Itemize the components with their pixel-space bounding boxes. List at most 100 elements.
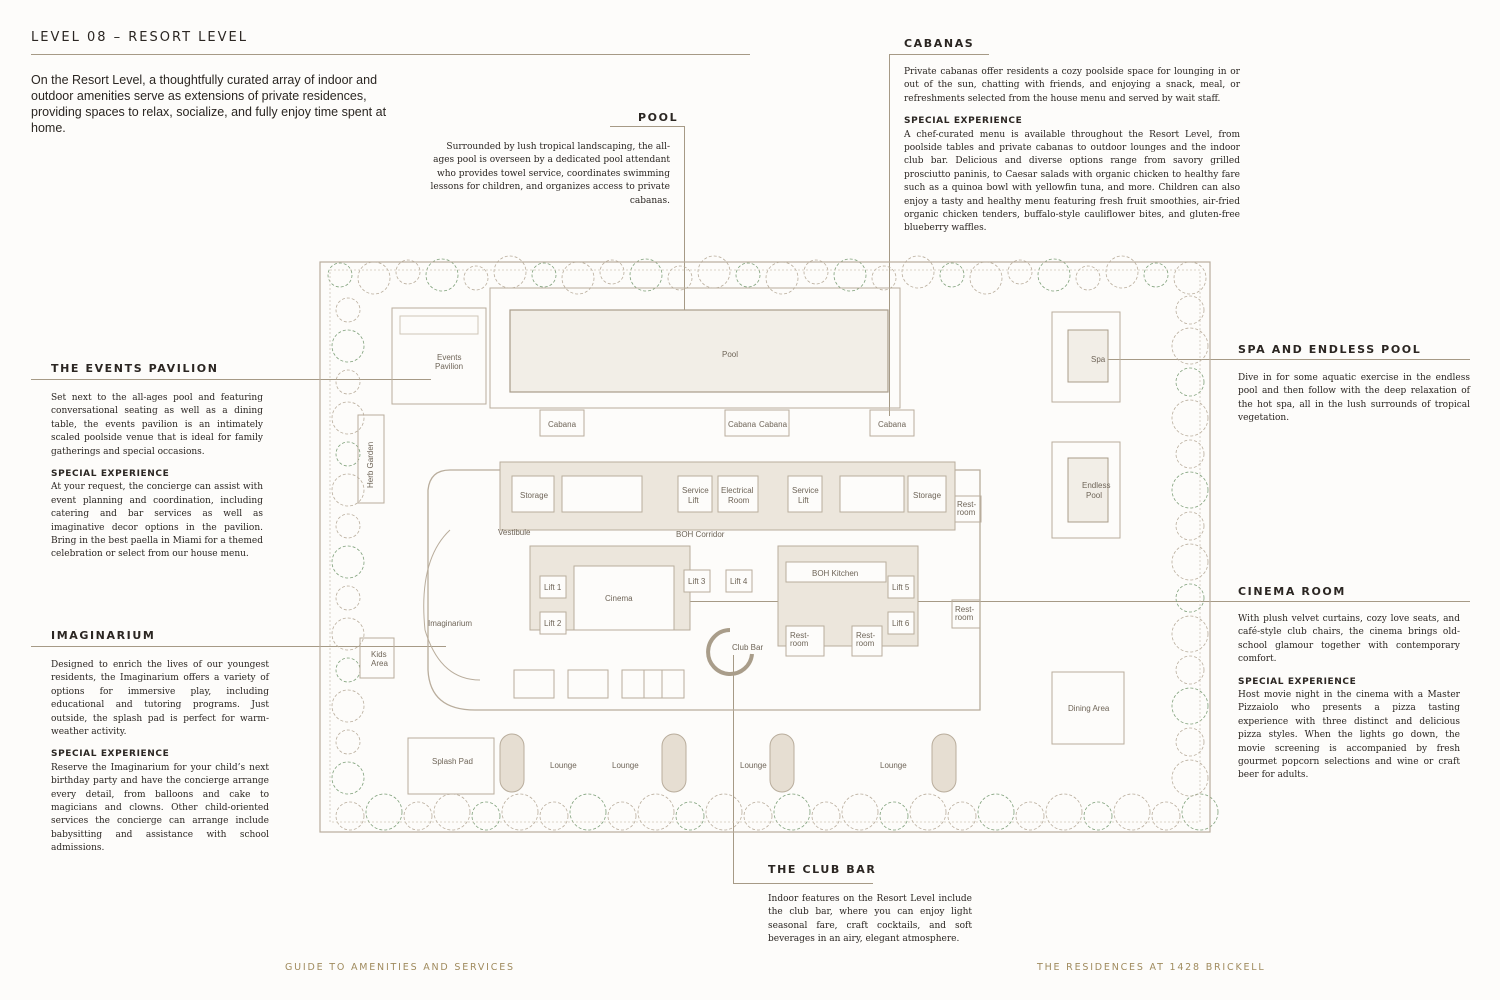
tree-canopy (1045, 793, 1083, 831)
lift-6 (887, 611, 915, 635)
tree-canopy (395, 259, 421, 285)
kids-area (359, 637, 395, 679)
imaginarium-rule (31, 646, 446, 647)
tree-canopy (599, 259, 625, 285)
tree-canopy (607, 801, 637, 831)
plan-label-cabana-4: Cabana (878, 420, 907, 429)
tree-canopy (1083, 801, 1113, 831)
tree-canopy (637, 793, 675, 831)
splash-pad (407, 737, 495, 795)
plan-label-events2: Pavilion (435, 362, 463, 371)
lift-1 (539, 575, 567, 599)
dining-area (1051, 671, 1125, 745)
pool-leader (684, 126, 685, 354)
plan-label-service-lift-1b: Lift (688, 496, 699, 505)
clubbar-text: Indoor features on the Resort Level incl… (768, 894, 972, 945)
tree-canopy (1037, 258, 1071, 292)
events-special-text: At your request, the concierge can assis… (51, 482, 263, 560)
clubbar-leader (733, 655, 734, 884)
events-heading: THE EVENTS PAVILION (51, 362, 219, 375)
tree-canopy (879, 801, 909, 831)
page-title: LEVEL 08 – RESORT LEVEL (31, 30, 248, 45)
plan-label-imaginarium: Imaginarium (428, 619, 472, 628)
imaginarium-special-text: Reserve the Imaginarium for your child’s… (51, 762, 269, 854)
cabanas-heading: CABANAS (904, 37, 975, 50)
tree-canopy (1181, 793, 1219, 831)
storage-2 (907, 475, 947, 513)
plan-label-splash: Splash Pad (432, 757, 473, 766)
tree-canopy (463, 265, 489, 291)
plan-label-cabana-2: Cabana (728, 420, 757, 429)
cinema-text: With plush velvet curtains, cozy love se… (1238, 614, 1460, 665)
tree-canopy (1007, 259, 1033, 285)
tree-canopy (1075, 265, 1101, 291)
tree-canopy (697, 255, 731, 289)
tree-canopy (327, 262, 353, 288)
storage-1 (511, 475, 555, 513)
tree-canopy (765, 261, 799, 295)
tree-canopy (331, 545, 365, 579)
tree-canopy (335, 585, 361, 611)
tree-canopy (833, 258, 867, 292)
plan-label-lounge-4: Lounge (880, 761, 907, 770)
floor-plan: Pool Events Pavilion Herb Garden Cabana … (319, 255, 1219, 833)
events-special-wrap: SPECIAL EXPERIENCE At your request, the … (51, 468, 263, 562)
tree-canopy (335, 657, 361, 683)
tree-canopy (1175, 367, 1205, 397)
tree-canopy (569, 793, 607, 831)
boh-kitchen (785, 561, 887, 583)
pool-rule (610, 126, 685, 127)
tree-canopy (871, 265, 897, 291)
spa-rule (1108, 359, 1470, 360)
events-pavilion (391, 307, 487, 405)
tree-canopy (561, 261, 595, 295)
tree-canopy (675, 801, 705, 831)
tree-canopy (531, 262, 557, 288)
herb-garden (357, 414, 385, 504)
plan-label-events1: Events (437, 353, 461, 362)
cabanas-leader (889, 54, 890, 416)
imaginarium-special-label: SPECIAL EXPERIENCE (51, 749, 170, 760)
events-text: Set next to the all-ages pool and featur… (51, 393, 263, 457)
plan-label-club-bar: Club Bar (732, 643, 763, 652)
tree-canopy (501, 793, 539, 831)
tree-canopy (743, 801, 773, 831)
tree-canopy (629, 258, 663, 292)
plan-label-lift-1: Lift 1 (544, 583, 562, 592)
tree-canopy (335, 441, 361, 467)
stair-1 (561, 475, 643, 513)
tree-canopy (1171, 399, 1209, 437)
tree-canopy (425, 258, 459, 292)
cabanas-special-text: A chef-curated menu is available through… (904, 129, 1240, 234)
plan-label-lift-6: Lift 6 (892, 619, 910, 628)
tree-canopy (1151, 801, 1181, 831)
pool-deck (489, 287, 901, 409)
tree-canopy (539, 801, 569, 831)
events-block: Set next to the all-ages pool and featur… (51, 392, 263, 562)
plan-label-storage-2: Storage (913, 491, 942, 500)
events-rule (31, 379, 431, 380)
tree-canopy (403, 801, 433, 831)
plan-label-storage-1: Storage (520, 491, 549, 500)
plan-label-restroom-1a: Rest- (957, 500, 976, 509)
plan-label-service-lift-1a: Service (682, 486, 709, 495)
plan-label-restroom-3b: room (856, 639, 875, 648)
plan-label-electrical-2: Room (728, 496, 750, 505)
lounge-furniture (513, 669, 685, 699)
lift-3 (683, 569, 711, 593)
tree-canopy (977, 793, 1015, 831)
tree-canopy (1171, 327, 1209, 365)
tree-canopy (331, 761, 365, 795)
tree-canopy (947, 801, 977, 831)
tree-canopy (735, 262, 761, 288)
plan-label-lift-3: Lift 3 (688, 577, 706, 586)
tree-canopy (331, 473, 365, 507)
electrical-room (717, 475, 759, 513)
tree-canopy (1173, 261, 1207, 295)
tree-canopy (365, 793, 403, 831)
plan-label-restroom-4b: room (955, 613, 974, 622)
intro-text: On the Resort Level, a thoughtfully cura… (31, 73, 387, 135)
endless-pool-deck (1051, 441, 1121, 539)
tree-canopy (803, 259, 829, 285)
plan-label-service-lift-2a: Service (792, 486, 819, 495)
